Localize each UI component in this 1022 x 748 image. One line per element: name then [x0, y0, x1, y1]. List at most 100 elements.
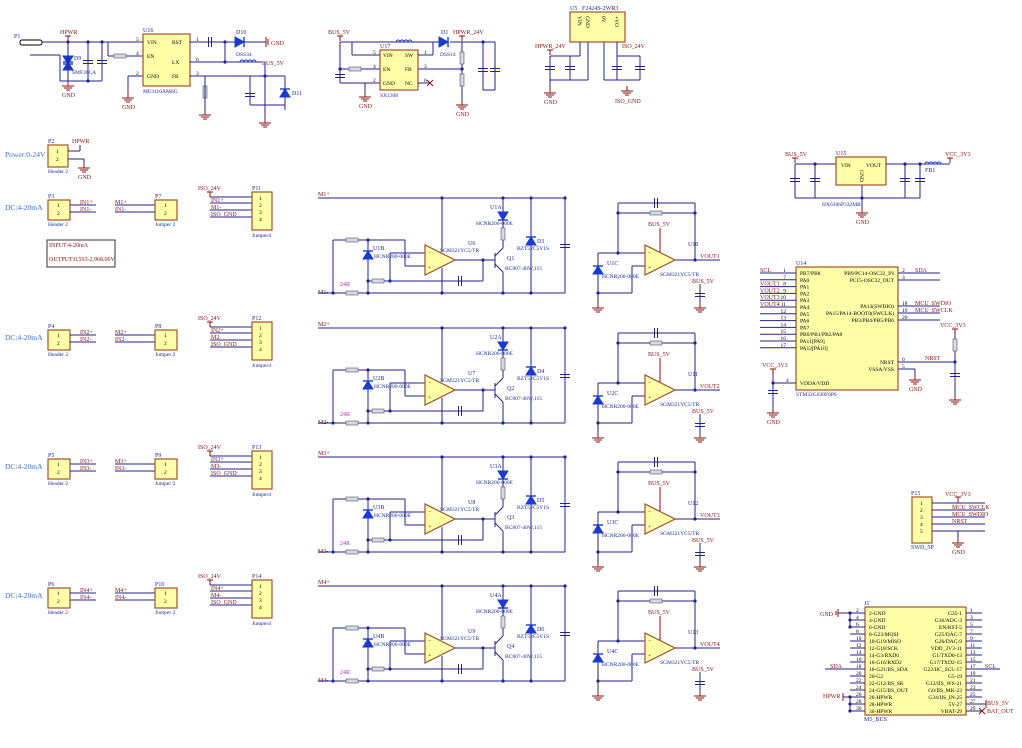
minus-sign: −	[648, 380, 651, 386]
jumper2-type: Jumper 2	[155, 352, 176, 358]
bus-pin-num: 12	[856, 643, 862, 649]
jumper4-type: Jumper4	[252, 233, 271, 239]
power-input-label: Power:0-24V	[5, 150, 46, 159]
m5-bus-connector	[864, 606, 967, 716]
in-minus-label: IN2-	[80, 337, 91, 343]
iso24v-label: ISO_24V	[622, 44, 646, 50]
jumper4-ref: P12	[252, 316, 261, 322]
junction-dot	[481, 40, 485, 44]
mcu-pin-name: PA0	[800, 278, 810, 284]
amp2-part: SGM321YC5/TR	[660, 402, 699, 408]
bus-pin-name: G25/DAC-7	[935, 632, 962, 638]
diode-symbol	[438, 36, 450, 48]
u17-ref: U17	[380, 44, 390, 50]
u5-pin-name: VIN	[576, 16, 582, 26]
sense-resistor-value: 24R	[340, 670, 350, 676]
diode-symbol	[525, 495, 537, 505]
junction-dot	[529, 326, 533, 330]
junction-dot	[86, 79, 90, 83]
bus-pin-name: 5V-27	[948, 702, 962, 708]
pin-number: 2	[57, 599, 60, 605]
jumper4-connector	[251, 321, 273, 361]
in-minus-label: IN2-	[115, 337, 126, 343]
junction-dot	[529, 455, 533, 459]
junction-dot	[440, 679, 444, 683]
zener-part: BZT52C5V1S	[517, 246, 549, 252]
d10-part: DSS34	[236, 52, 252, 58]
zener-ref: D6	[537, 627, 544, 633]
nrst-label: NRST	[925, 356, 941, 362]
mcu-net-label: VOUT2	[760, 288, 780, 294]
mcu-pin-name: PA1	[800, 285, 810, 291]
opto-c-part: HCNR200-000E	[602, 404, 640, 410]
hpwr24v-label: HPWR_24V	[453, 30, 484, 36]
junction-dot	[331, 291, 335, 295]
junction-dot	[223, 60, 227, 64]
jumper4-type: Jumper4	[252, 621, 271, 627]
m-plus-label: M3+	[115, 459, 127, 465]
m-plus-net: M4+	[318, 580, 330, 586]
resistor-symbol	[348, 66, 362, 72]
junction-dot	[501, 679, 505, 683]
resistor-symbol	[649, 469, 663, 475]
junction-dot	[616, 341, 620, 345]
opto-a-part: HCNR200-000E	[476, 221, 514, 227]
d11-ref: D11	[292, 91, 302, 97]
resistor-symbol	[500, 486, 506, 500]
pin-number: 1	[57, 591, 60, 597]
iso24v-label: ISO_24V	[198, 186, 222, 192]
mcu-pin-num: 6	[902, 357, 905, 363]
diode-symbol	[497, 470, 509, 480]
in-plus-label: IN3+	[80, 459, 93, 465]
junction-dot	[366, 421, 370, 425]
jumper4-connector	[251, 191, 273, 231]
bus-pin-num: 19	[970, 671, 976, 677]
resistor-symbol	[371, 408, 385, 414]
u16-chip	[142, 33, 191, 87]
swd-net-label: MCU_SWDIO	[952, 512, 989, 518]
mcu-pin-num: 17	[781, 343, 787, 349]
pin-number: 1	[259, 326, 262, 332]
amp2-part: SGM321YC5/TR	[660, 660, 699, 666]
bus-pin-num: 20	[856, 671, 862, 677]
mcu-pin-name: PA12[PA10]	[800, 346, 828, 352]
mcu-net-label: VOUT4	[760, 302, 780, 308]
junction-dot	[440, 326, 444, 330]
mcu-pin-name: PA11[PA9]	[800, 339, 825, 345]
resistor-symbol	[371, 537, 385, 543]
gnd-label: GND	[952, 550, 966, 556]
p2-pin: 2	[56, 157, 59, 163]
amp1-ref: U6	[468, 241, 475, 247]
u16-pin-name: BST	[172, 40, 183, 46]
mcu-net-label: SCL	[760, 268, 771, 274]
bus-pin-num: 18	[856, 664, 862, 670]
pin-number: 3	[259, 210, 262, 216]
bus-pin-name: G35-1	[948, 611, 962, 617]
bus-pin-name: 16-G16/RXD2	[869, 660, 902, 666]
plus-sign: +	[428, 524, 431, 530]
iso24v-label: ISO_24V	[198, 445, 222, 451]
amp1-part: SGM321YC5/TR	[440, 507, 479, 513]
amp1-part: SGM321YC5/TR	[440, 636, 479, 642]
junction-dot	[331, 421, 335, 425]
mcu-pin-name: PA4	[800, 305, 810, 311]
mcu-pin-name: VSSA/VSS	[868, 367, 894, 373]
bus-type: M5_BUS	[864, 717, 887, 723]
gnd-label: GND	[544, 100, 558, 106]
bus-pin-num: 13	[970, 650, 976, 656]
bus-pin-name: VBAT-29	[941, 709, 962, 715]
plus-sign: +	[648, 395, 651, 401]
pin-number: 4	[259, 476, 262, 482]
header-connector	[47, 199, 71, 221]
note-output: OUTPUT:0.593-2.968.06V	[49, 257, 116, 263]
u17-pin-num: 6	[424, 78, 427, 84]
jumper2-ref: P7	[155, 194, 161, 200]
swd-pin: 4	[920, 522, 923, 528]
junction-dot	[331, 679, 335, 683]
resistor-symbol	[649, 598, 663, 604]
u17-pin-num: 3	[424, 64, 427, 70]
resistor-symbol	[459, 51, 465, 65]
in-minus-label: IN1-	[80, 207, 91, 213]
mcu-net-label: VOUT1	[760, 282, 780, 288]
bus-pin-name: G17/TXD2-15	[930, 660, 963, 666]
